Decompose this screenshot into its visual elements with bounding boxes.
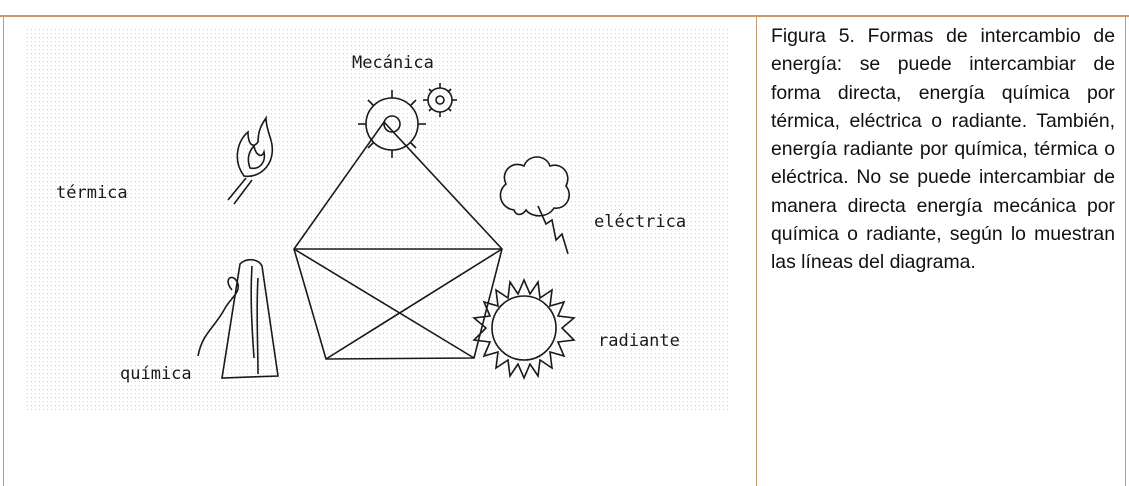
gear-icon bbox=[358, 83, 457, 158]
table-column-divider bbox=[756, 15, 757, 486]
dotted-background bbox=[26, 28, 730, 413]
energy-diagram: Mecánica térmica eléctrica química radia… bbox=[26, 28, 730, 413]
diagonal-termica-radiante bbox=[293, 248, 475, 359]
flask-icon bbox=[197, 258, 279, 379]
diagonal-quimica-electrica bbox=[325, 248, 503, 360]
pentagon-outline bbox=[293, 120, 503, 360]
table-right-border bbox=[1125, 15, 1126, 486]
energy-diagram-svg: Mecánica térmica eléctrica química radia… bbox=[26, 28, 730, 413]
label-termica: térmica bbox=[56, 183, 128, 203]
table-top-border bbox=[0, 15, 1129, 17]
figure-caption: Figura 5. Formas de intercambio de energ… bbox=[771, 25, 1115, 274]
lightning-cloud-icon bbox=[499, 156, 570, 255]
flame-icon bbox=[227, 115, 274, 205]
label-quimica: química bbox=[120, 364, 192, 384]
label-mecanica: Mecánica bbox=[352, 53, 434, 73]
label-radiante: radiante bbox=[598, 331, 680, 351]
sun-icon bbox=[472, 277, 576, 381]
energy-pentagon bbox=[293, 120, 503, 360]
table-left-border bbox=[3, 15, 4, 486]
label-electrica: eléctrica bbox=[594, 212, 686, 232]
